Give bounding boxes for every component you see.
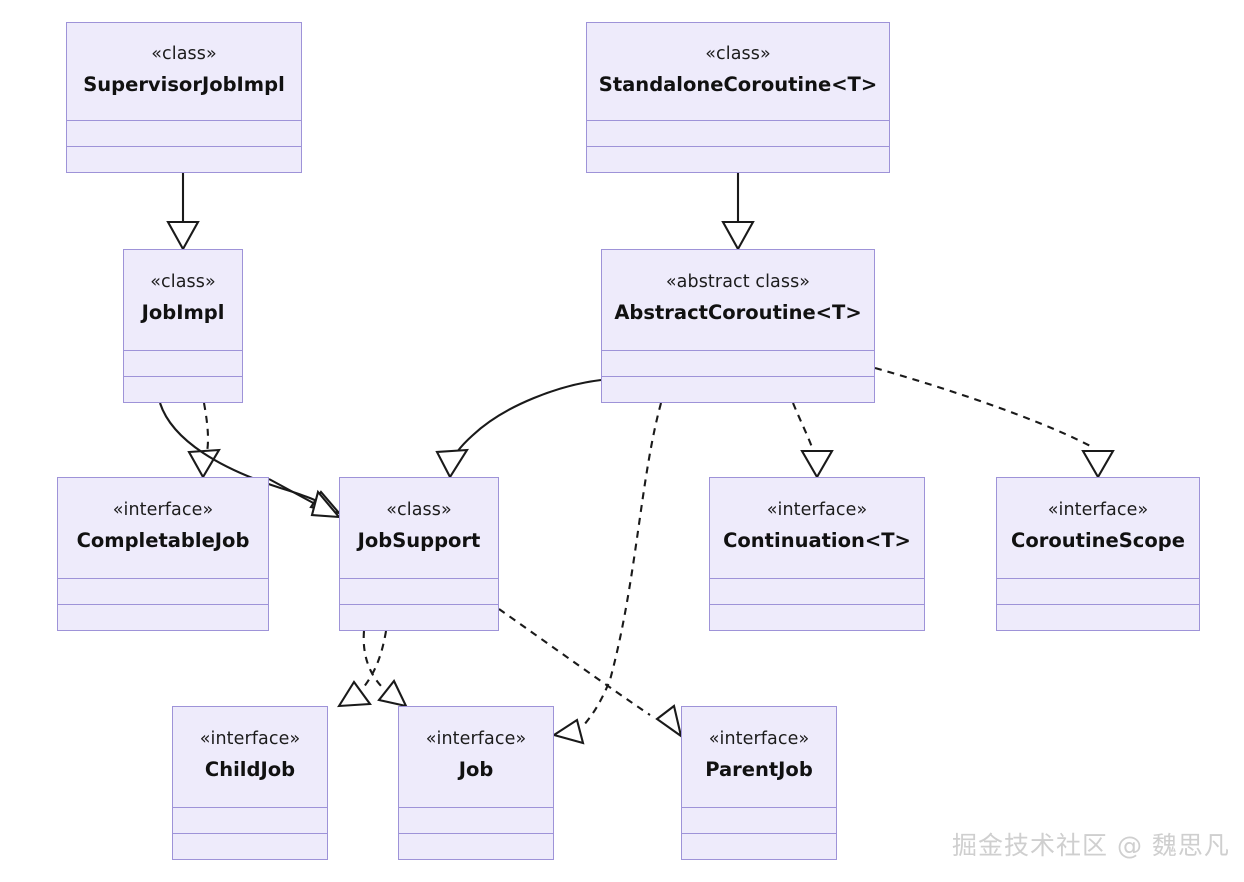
- node-header: «interface» ParentJob: [682, 707, 836, 807]
- node-stereotype: «interface»: [708, 729, 810, 750]
- node-name: Continuation<T>: [723, 529, 911, 553]
- node-name: CompletableJob: [76, 529, 250, 553]
- node-header: «abstract class» AbstractCoroutine<T>: [602, 250, 874, 350]
- node-operations-compartment: [124, 376, 242, 402]
- node-attributes-compartment: [710, 578, 924, 604]
- node-name: Job: [458, 758, 494, 782]
- class-node-abstractcoroutine[interactable]: «abstract class» AbstractCoroutine<T>: [601, 249, 875, 403]
- node-header: «interface» ChildJob: [173, 707, 327, 807]
- class-node-childjob[interactable]: «interface» ChildJob: [172, 706, 328, 860]
- node-stereotype: «abstract class»: [665, 272, 811, 293]
- node-operations-compartment: [58, 604, 268, 630]
- node-stereotype: «interface»: [425, 729, 527, 750]
- node-header: «interface» CoroutineScope: [997, 478, 1199, 578]
- node-attributes-compartment: [67, 120, 301, 146]
- node-name: JobImpl: [141, 301, 225, 325]
- edge-jobsupport-job: [362, 630, 408, 708]
- node-stereotype: «class»: [151, 43, 217, 64]
- class-node-completablejob[interactable]: «interface» CompletableJob: [57, 477, 269, 631]
- node-name: AbstractCoroutine<T>: [614, 301, 862, 325]
- edge-completablejob-jobsupport: [268, 478, 342, 519]
- node-stereotype: «interface»: [766, 500, 868, 521]
- node-header: «class» SupervisorJobImpl: [67, 23, 301, 120]
- class-node-coroutinescope[interactable]: «interface» CoroutineScope: [996, 477, 1200, 631]
- node-attributes-compartment: [58, 578, 268, 604]
- class-node-job[interactable]: «interface» Job: [398, 706, 554, 860]
- class-node-continuation[interactable]: «interface» Continuation<T>: [709, 477, 925, 631]
- edge-jobimpl-completablejob: [187, 402, 221, 480]
- node-name: StandaloneCoroutine<T>: [598, 72, 878, 96]
- node-stereotype: «class»: [705, 43, 771, 64]
- node-header: «interface» Continuation<T>: [710, 478, 924, 578]
- node-operations-compartment: [710, 604, 924, 630]
- watermark: 掘金技术社区 @ 魏思凡: [952, 831, 1230, 860]
- node-header: «interface» CompletableJob: [58, 478, 268, 578]
- node-operations-compartment: [587, 146, 889, 172]
- node-name: ChildJob: [204, 758, 296, 782]
- node-operations-compartment: [173, 833, 327, 859]
- node-name: ParentJob: [705, 758, 813, 782]
- class-node-standalonecoroutine[interactable]: «class» StandaloneCoroutine<T>: [586, 22, 890, 173]
- node-attributes-compartment: [997, 578, 1199, 604]
- node-operations-compartment: [682, 833, 836, 859]
- node-operations-compartment: [399, 833, 553, 859]
- class-node-supervisorjobimpl[interactable]: «class» SupervisorJobImpl: [66, 22, 302, 173]
- edge-abstractcoroutine-coroutinescope: [874, 366, 1115, 480]
- edge-abstractcoroutine-job: [551, 402, 663, 745]
- class-node-parentjob[interactable]: «interface» ParentJob: [681, 706, 837, 860]
- node-attributes-compartment: [340, 578, 498, 604]
- node-operations-compartment: [67, 146, 301, 172]
- class-node-jobimpl[interactable]: «class» JobImpl: [123, 249, 243, 403]
- edge-abstractcoroutine-continuation: [792, 402, 834, 480]
- node-header: «class» StandaloneCoroutine<T>: [587, 23, 889, 120]
- node-attributes-compartment: [602, 350, 874, 376]
- edge-standalonecoroutine-abstractcoroutine: [721, 173, 755, 252]
- node-header: «interface» Job: [399, 707, 553, 807]
- node-operations-compartment: [997, 604, 1199, 630]
- node-name: SupervisorJobImpl: [83, 72, 285, 96]
- node-attributes-compartment: [124, 350, 242, 376]
- node-header: «class» JobImpl: [124, 250, 242, 350]
- node-operations-compartment: [602, 376, 874, 402]
- node-stereotype: «interface»: [1047, 500, 1149, 521]
- node-stereotype: «interface»: [199, 729, 301, 750]
- edge-jobsupport-childjob: [337, 630, 388, 708]
- node-name: JobSupport: [357, 529, 481, 553]
- node-attributes-compartment: [587, 120, 889, 146]
- edge-supervisorjobimpl-jobimpl: [166, 173, 200, 252]
- edge-abstractcoroutine-jobsupport: [435, 378, 602, 480]
- node-header: «class» JobSupport: [340, 478, 498, 578]
- node-stereotype: «class»: [386, 500, 452, 521]
- node-attributes-compartment: [399, 807, 553, 833]
- node-stereotype: «interface»: [112, 500, 214, 521]
- node-attributes-compartment: [173, 807, 327, 833]
- node-attributes-compartment: [682, 807, 836, 833]
- class-node-jobsupport[interactable]: «class» JobSupport: [339, 477, 499, 631]
- node-name: CoroutineScope: [1011, 529, 1185, 553]
- node-operations-compartment: [340, 604, 498, 630]
- node-stereotype: «class»: [150, 272, 216, 293]
